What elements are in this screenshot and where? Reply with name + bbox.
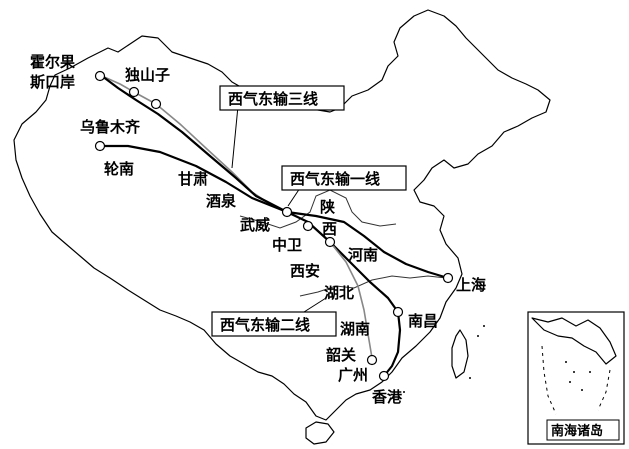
city-khorgos-marker <box>94 70 106 82</box>
label-pipeline-line3: 西气东输三线 <box>228 90 318 108</box>
city-nanchang-marker <box>392 306 404 318</box>
label-wuwei: 武威 <box>240 216 270 234</box>
yellow-river <box>239 189 397 229</box>
city-lunnan-marker <box>94 140 106 152</box>
label-khorgos-2: 斯口岸 <box>30 73 75 91</box>
label-jiuquan: 酒泉 <box>206 192 237 210</box>
inset-title: 南海诸岛 <box>551 423 603 439</box>
label-shaoguan: 韶关 <box>326 346 356 364</box>
city-wuwei-marker <box>281 206 293 218</box>
city-zhongwei-marker <box>302 220 314 232</box>
label-box-line3 <box>219 85 345 111</box>
leader-line3 <box>231 105 239 169</box>
label-urumqi: 乌鲁木齐 <box>80 118 141 136</box>
label-pipeline-line1: 西气东输一线 <box>290 170 380 188</box>
china-boundary <box>13 9 551 421</box>
label-shaanxi-2: 西 <box>322 220 337 238</box>
pipeline-line1 <box>98 144 450 280</box>
pipeline-line2-south <box>329 241 373 359</box>
label-zhongwei: 中卫 <box>272 236 302 254</box>
label-nanchang: 南昌 <box>408 312 438 330</box>
label-hubei: 湖北 <box>324 284 354 302</box>
south-china-sea-inset: 南海诸岛 <box>527 311 625 445</box>
leader-line2 <box>303 297 327 313</box>
pipeline-line2-trunk <box>100 74 289 214</box>
label-pipeline-line2: 西气东输二线 <box>220 316 310 334</box>
label-xian: 西安 <box>290 262 320 280</box>
label-henan: 河南 <box>348 246 378 264</box>
hainan-island <box>305 421 335 445</box>
city-dushanzi-marker <box>128 86 140 98</box>
pipeline-line2-east <box>285 210 402 378</box>
label-khorgos-1: 霍尔果 <box>30 53 76 71</box>
city-guangzhou-marker <box>366 354 378 366</box>
label-shanghai: 上海 <box>456 276 486 294</box>
city-shanghai-marker <box>442 272 454 284</box>
leader-line1 <box>287 187 301 207</box>
coastal-islands <box>403 325 485 393</box>
label-gansu: 甘肃 <box>178 170 208 188</box>
yangtze-river <box>299 275 447 297</box>
city-xian-marker <box>324 236 336 248</box>
label-dushanzi: 独山子 <box>125 66 170 84</box>
label-guangzhou: 广州 <box>338 366 368 384</box>
label-lunnan: 轮南 <box>104 160 134 178</box>
label-hongkong: 香港 <box>372 388 403 406</box>
taiwan-island <box>451 329 469 379</box>
label-hunan: 湖南 <box>340 320 370 338</box>
label-box-line2 <box>211 311 337 337</box>
label-shaanxi-1: 陕 <box>320 198 335 216</box>
city-urumqi-marker <box>150 98 162 110</box>
label-box-line1 <box>281 165 407 191</box>
city-hongkong-marker <box>378 370 390 382</box>
